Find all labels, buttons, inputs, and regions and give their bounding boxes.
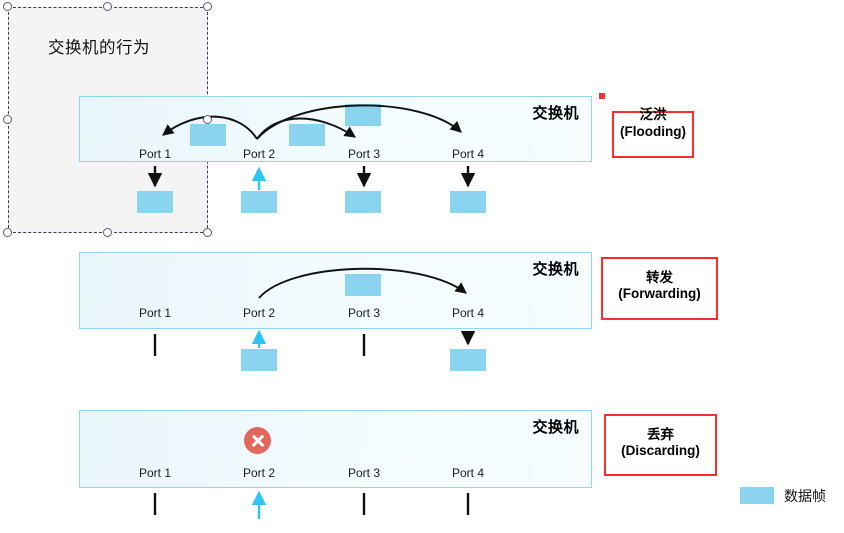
data-frame-external-flooding-p3 [345,191,381,213]
port-label-forwarding-3: Port 3 [347,306,381,320]
callout-discarding-en: (Discarding) [621,442,700,458]
port-label-forwarding-1: Port 1 [138,306,172,320]
data-frame-external-flooding-p2 [241,191,277,213]
legend-label-data-frame: 数据帧 [784,488,826,504]
switch-label-flooding: 交换机 [532,105,579,122]
switch-label-forwarding: 交换机 [532,261,579,278]
callout-discarding-cn: 丢弃 [647,427,674,442]
port-label-discarding-3: Port 3 [347,466,381,480]
data-frame-internal-flooding-c [345,104,381,126]
data-frame-internal-flooding-b [289,124,325,146]
switch-panel-discarding[interactable]: 交换机 [79,410,592,488]
data-frame-external-flooding-p1 [137,191,173,213]
selection-handle-bottom-left[interactable] [3,228,12,237]
selection-handle-top-left[interactable] [3,2,12,11]
port-label-flooding-1: Port 1 [138,147,172,161]
selection-handle-top-right[interactable] [203,2,212,11]
discard-x-icon [244,427,271,454]
port-label-discarding-4: Port 4 [451,466,485,480]
selection-handle-bottom-center[interactable] [103,228,112,237]
callout-forwarding-en: (Forwarding) [618,285,701,301]
callout-flooding-cn: 泛洪 [639,107,667,122]
port-label-forwarding-4: Port 4 [451,306,485,320]
port-label-forwarding-2: Port 2 [242,306,276,320]
data-frame-internal-forwarding-a [345,274,381,296]
callout-flooding[interactable]: 泛洪 (Flooding) [612,107,694,158]
red-marker-square [599,93,605,99]
port-label-discarding-2: Port 2 [242,466,276,480]
port-label-flooding-4: Port 4 [451,147,485,161]
legend-swatch-data-frame [740,487,774,504]
slide-title: 交换机的行为 [48,39,150,57]
callout-flooding-en: (Flooding) [620,123,686,139]
port-label-flooding-3: Port 3 [347,147,381,161]
selection-handle-top-center[interactable] [103,2,112,11]
selection-handle-middle-right[interactable] [203,115,212,124]
callout-discarding[interactable]: 丢弃 (Discarding) [604,414,717,476]
port-label-flooding-2: Port 2 [242,147,276,161]
data-frame-internal-flooding-a [190,124,226,146]
data-frame-external-forwarding-p2 [241,349,277,371]
data-frame-external-flooding-p4 [450,191,486,213]
callout-forwarding[interactable]: 转发 (Forwarding) [601,257,718,320]
selection-handle-middle-left[interactable] [3,115,12,124]
selection-handle-bottom-right[interactable] [203,228,212,237]
port-label-discarding-1: Port 1 [138,466,172,480]
data-frame-external-forwarding-p4 [450,349,486,371]
switch-label-discarding: 交换机 [532,419,579,436]
callout-forwarding-cn: 转发 [646,270,673,285]
